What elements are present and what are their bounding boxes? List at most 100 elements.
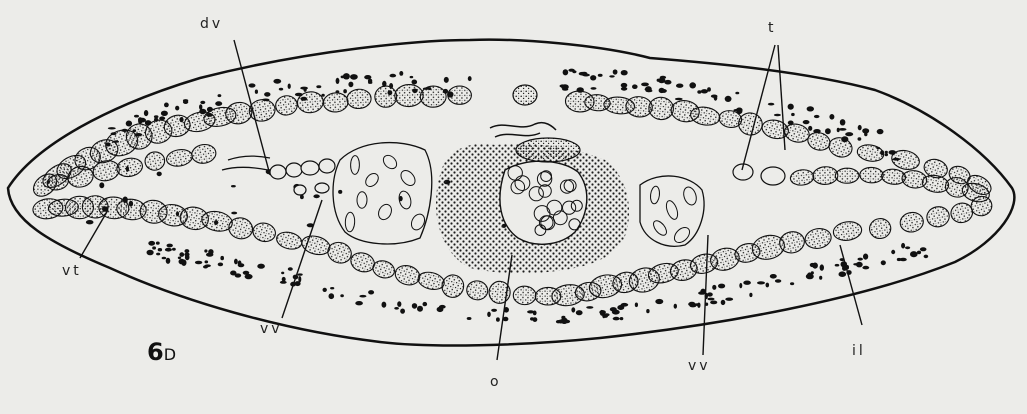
parenchyma-granule	[412, 303, 417, 309]
parenchyma-granule	[910, 251, 918, 257]
parenchyma-granule	[145, 120, 152, 125]
parenchyma-granule	[154, 118, 158, 122]
parenchyma-granule	[609, 75, 614, 77]
parenchyma-granule	[641, 83, 649, 87]
vitelline-follicle	[393, 263, 422, 288]
parenchyma-granule	[165, 248, 172, 252]
vitelline-follicle	[648, 96, 675, 121]
vitelline-follicle	[812, 166, 838, 185]
pharynx-blob	[513, 85, 537, 105]
vesicle-cell	[294, 185, 306, 195]
label-o: o	[490, 374, 502, 390]
parenchyma-granule	[674, 304, 677, 309]
parenchyma-granule	[467, 317, 472, 320]
parenchyma-granule	[698, 291, 704, 294]
parenchyma-granule	[862, 266, 869, 270]
parenchyma-granule	[394, 307, 399, 310]
vesicle-cell	[319, 159, 335, 173]
parenchyma-granule	[340, 294, 344, 297]
vitelline-follicle	[803, 226, 832, 250]
parenchyma-granule	[775, 279, 781, 282]
parenchyma-granule	[632, 84, 638, 89]
parenchyma-granule	[264, 92, 270, 97]
parenchyma-granule	[175, 106, 179, 111]
parenchyma-granule	[586, 306, 593, 309]
cirrus-squiggle-2	[495, 133, 540, 137]
parenchyma-granule	[231, 212, 237, 215]
parenchyma-granule	[718, 284, 725, 289]
vitelline-follicle	[323, 92, 349, 113]
parenchyma-granule	[590, 75, 596, 80]
parenchyma-granule	[558, 320, 563, 324]
parenchyma-granule	[133, 129, 137, 132]
parenchyma-granule	[412, 80, 418, 85]
parenchyma-granule	[447, 91, 453, 97]
parenchyma-granule	[920, 247, 927, 251]
parenchyma-granule	[368, 290, 374, 294]
parenchyma-granule	[423, 302, 428, 306]
parenchyma-granule	[288, 84, 291, 89]
parenchyma-granule	[807, 106, 814, 111]
parenchyma-granule	[255, 90, 258, 94]
parenchyma-granule	[858, 258, 863, 261]
label-vv-left: vv	[260, 321, 283, 337]
parenchyma-granule	[243, 271, 250, 275]
parenchyma-granule	[766, 283, 770, 288]
parenchyma-granule	[572, 70, 576, 73]
parenchyma-granule	[905, 246, 910, 249]
parenchyma-granule	[864, 132, 867, 136]
parenchyma-granule	[412, 89, 417, 94]
parenchyma-granule	[152, 246, 156, 249]
parenchyma-granule	[675, 98, 683, 100]
parenchyma-granule	[897, 258, 901, 261]
vitelline-follicle	[899, 211, 925, 234]
parenchyma-granule	[863, 254, 868, 260]
parenchyma-granule	[774, 114, 781, 116]
egg-capsule	[376, 202, 394, 222]
parenchyma-granule	[279, 88, 283, 91]
parenchyma-granule	[707, 298, 714, 301]
vitelline-follicle	[251, 221, 277, 244]
parenchyma-granule	[300, 87, 308, 90]
parenchyma-granule	[491, 309, 497, 312]
vitelline-follicle	[832, 220, 863, 242]
parenchyma-granule	[288, 267, 293, 271]
vitelline-follicle	[325, 239, 354, 266]
parenchyma-granule	[113, 140, 119, 142]
parenchyma-granule	[853, 263, 858, 265]
egg-capsule	[345, 212, 355, 232]
parenchyma-granule	[122, 129, 128, 132]
parenchyma-granule	[814, 115, 820, 118]
egg-capsule	[650, 186, 661, 205]
parenchyma-granule	[444, 77, 449, 83]
vitelline-follicle	[949, 201, 974, 225]
parenchyma-granule	[646, 90, 653, 93]
parenchyma-granule	[561, 316, 565, 319]
parenchyma-granule	[657, 79, 661, 82]
parenchyma-granule	[655, 299, 663, 304]
label-vt: vt	[62, 263, 82, 279]
parenchyma-granule	[417, 306, 423, 312]
egg-capsule	[409, 212, 427, 232]
parenchyma-granule	[664, 80, 671, 85]
parenchyma-granule	[273, 79, 281, 84]
vitelline-follicle	[783, 122, 811, 145]
egg-capsule	[397, 190, 413, 210]
egg-capsule	[363, 171, 381, 189]
parenchyma-granule	[803, 120, 810, 124]
parenchyma-granule	[620, 317, 624, 320]
parenchyma-granule	[621, 83, 628, 88]
parenchyma-granule	[148, 241, 155, 246]
parenchyma-granule	[388, 90, 393, 95]
parenchyma-granule	[439, 305, 446, 309]
vitelline-follicle	[790, 168, 815, 186]
parenchyma-granule	[166, 258, 171, 264]
parenchyma-granule	[158, 248, 162, 251]
egg-capsule	[350, 156, 359, 175]
parenchyma-granule	[323, 288, 327, 292]
parenchyma-granule	[204, 249, 207, 252]
parenchyma-granule	[156, 253, 160, 256]
parenchyma-granule	[350, 74, 358, 80]
parenchyma-granule	[689, 82, 696, 88]
parenchyma-granule	[820, 264, 824, 270]
